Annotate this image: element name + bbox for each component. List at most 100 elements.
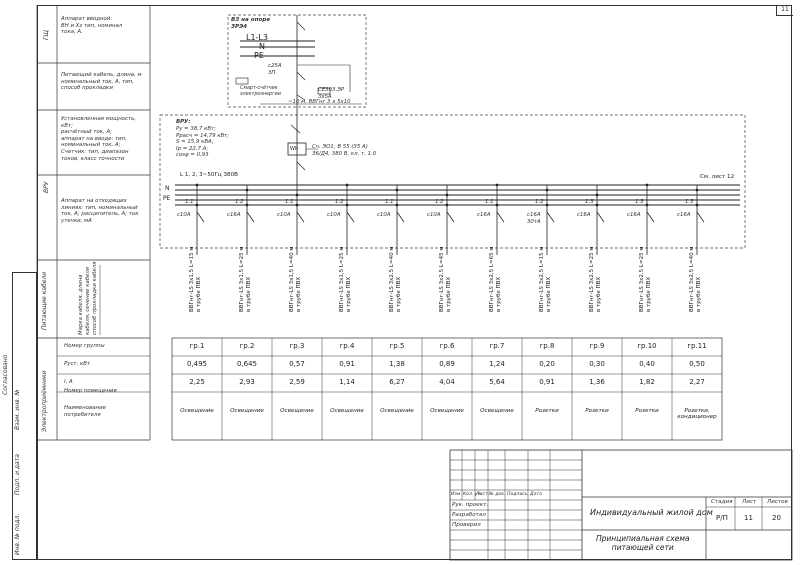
group-number: гр.1 xyxy=(189,342,205,350)
group-current: 5,64 xyxy=(489,378,505,386)
group-number: гр.5 xyxy=(389,342,405,350)
outgoing-text: Аппарат на отходящих линиях: тип, номина… xyxy=(61,198,139,224)
group-power: 1,24 xyxy=(489,360,505,368)
pe-tap-dot xyxy=(445,203,449,207)
feeder-breaker-symbol xyxy=(196,211,205,223)
bus-label: L 1, 2, 3~50Гц 380В xyxy=(180,172,238,178)
group-number: гр.9 xyxy=(589,342,605,350)
drawing-frame xyxy=(37,5,792,560)
vru-text: Установленная мощность, кВт; расчётный т… xyxy=(61,116,137,162)
bus-tap-dot xyxy=(345,183,349,187)
group-breaker-label: с16А xyxy=(477,212,491,218)
sheet-value: 11 xyxy=(744,514,753,522)
consumer-name-label: Наименование потребителя xyxy=(64,405,106,418)
group-breaker-label: с10А xyxy=(177,212,191,218)
group-consumer-name: Освещение xyxy=(480,408,514,414)
bus-tap-dot xyxy=(495,183,499,187)
feeder-breaker-symbol xyxy=(346,211,355,223)
tb-column-header: Кол. уч. xyxy=(463,492,482,497)
group-cable-label: ВВГнг-LS 3х2,5 L=40 м в трубе ПВХ xyxy=(689,246,702,313)
see-sheet-label: См. лист 12 xyxy=(700,174,735,180)
vru-meter: Сч. ЭО1; В 55 (35 А) З6/Д4, 380 В, кл. т… xyxy=(312,144,377,157)
group-breaker-label: с10А xyxy=(277,212,291,218)
group-power: 0,91 xyxy=(339,360,355,368)
pe-tap-dot xyxy=(395,203,399,207)
page-number-box: 11 xyxy=(776,5,793,16)
sheets-header: Листов xyxy=(767,499,788,505)
cable-input-text: Питающий кабель, длина, м номинальный то… xyxy=(61,72,142,92)
group-consumer-name: Освещение xyxy=(330,408,364,414)
group-cable-label: ВВГнг-LS 3х2,5 L=40 м в трубе ПВХ xyxy=(389,246,402,313)
group-consumer-name: Розетки xyxy=(635,408,659,414)
feeder-breaker-symbol xyxy=(596,211,605,223)
meter-box-label: Wh xyxy=(290,146,299,152)
pe-tap-dot xyxy=(295,203,299,207)
feeder-breaker-symbol xyxy=(496,211,505,223)
group-phase-label: 1.1 xyxy=(285,199,294,205)
feeder-breaker-symbol xyxy=(696,211,705,223)
group-current: 2,93 xyxy=(239,378,255,386)
stage-header: Стадия xyxy=(711,499,733,505)
qd-code-label: ГЩ xyxy=(43,30,50,40)
group-consumer-name: Розетки, кондиционер xyxy=(677,408,717,420)
input-cable-label: ~10 м. ВВГнг 3 х 5х10 xyxy=(288,99,351,105)
group-power: 0,495 xyxy=(186,360,208,368)
bus-tap-dot xyxy=(395,188,399,192)
group-consumer-name: Освещение xyxy=(180,408,214,414)
pe-tap-dot xyxy=(695,203,699,207)
pe-tap-dot xyxy=(195,203,199,207)
group-phase-label: 1.2 xyxy=(435,199,444,205)
group-power: 0,20 xyxy=(539,360,555,368)
bus-tap-dot xyxy=(595,193,599,197)
group-current: 1,14 xyxy=(339,378,355,386)
group-power: 1,38 xyxy=(389,360,405,368)
group-number: гр.6 xyxy=(439,342,455,350)
pe-tap-dot xyxy=(595,203,599,207)
cable-row-text: Марка кабеля, длина кабеля, сечение кабе… xyxy=(78,261,98,335)
bus-tap-dot xyxy=(245,188,249,192)
group-current: 1,82 xyxy=(639,378,655,386)
input-breaker-label: с25А 3П xyxy=(268,63,282,76)
group-current: 4,04 xyxy=(439,378,455,386)
qd-text: Аппарат вводной: ВН и Хз тип, номинал то… xyxy=(61,16,123,36)
group-number: гр.7 xyxy=(489,342,505,350)
group-cable-label: ВВГнг-LS 3х2,5 L=15 м в трубе ПВХ xyxy=(539,246,552,313)
group-current: 2,27 xyxy=(689,378,705,386)
group-consumer-name: Освещение xyxy=(280,408,314,414)
tb-row-3: Проверил xyxy=(452,522,481,528)
project-title: Индивидуальный жилой дом xyxy=(590,508,713,517)
group-consumer-name: Розетки xyxy=(585,408,609,414)
group-number: гр.10 xyxy=(637,342,657,350)
group-breaker-label: с16А xyxy=(677,212,691,218)
group-cable-label: ВВГнг-LS 3х1,5 L=40 м в трубе ПВХ xyxy=(289,246,302,313)
group-power: 0,40 xyxy=(639,360,655,368)
group-phase-label: 1.3 xyxy=(635,199,644,205)
group-cable-label: ВВГнг-LS 3х2,5 L=65 м в трубе ПВХ xyxy=(489,246,502,313)
group-current: 2,25 xyxy=(189,378,205,386)
group-phase-label: 1.2 xyxy=(335,199,344,205)
group-current: 6,27 xyxy=(389,378,405,386)
group-phase-label: 1.3 xyxy=(685,199,694,205)
pe-tap-dot xyxy=(545,203,549,207)
group-power: 0,645 xyxy=(236,360,258,368)
tb-column-header: Дата xyxy=(530,492,542,497)
sheets-value: 20 xyxy=(772,514,781,522)
group-power: 0,50 xyxy=(689,360,705,368)
tb-row-2: Разработал xyxy=(452,512,486,518)
group-power: 0,57 xyxy=(289,360,305,368)
group-breaker-label: с10А xyxy=(427,212,441,218)
group-number: гр.2 xyxy=(239,342,255,350)
group-phase-label: 1.3 xyxy=(585,199,594,205)
group-number: гр.4 xyxy=(339,342,355,350)
sheet-title: Принципиальная схема питающей сети xyxy=(596,534,690,552)
group-number: гр.8 xyxy=(539,342,555,350)
group-phase-label: 1.1 xyxy=(485,199,494,205)
group-cable-label: ВВГнг-LS 3х2,5 L=45 м в трубе ПВХ xyxy=(439,246,452,313)
bus-pe-label: PE xyxy=(254,51,264,60)
bus-tap-dot xyxy=(195,183,199,187)
group-phase-label: 1.2 xyxy=(535,199,544,205)
left-margin-strip xyxy=(12,272,37,560)
feeder-breaker-symbol xyxy=(546,211,555,223)
cable-row-vert: Питающие кабели xyxy=(41,271,48,330)
